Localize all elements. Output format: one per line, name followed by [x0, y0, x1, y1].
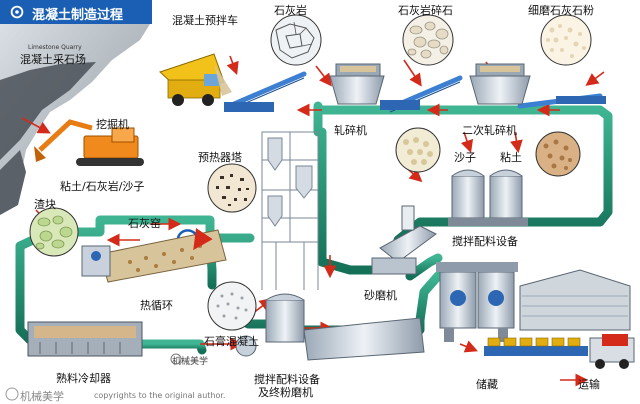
- clay-sample-icon: [535, 131, 581, 177]
- watermark-text: 机械美学: [20, 390, 64, 403]
- preheater-tower-icon: [261, 131, 319, 290]
- gear-icon: [10, 5, 24, 19]
- final-mill-label-line2: 及终粉磨机: [258, 386, 313, 399]
- crushed-limestone-label: 石灰岩碎石: [398, 4, 453, 17]
- quarry-english-label: Limestone Quarry: [28, 44, 82, 51]
- preheater-sample-icon: [207, 163, 257, 213]
- conveyor-base-1: [224, 102, 274, 112]
- storage-label: 储藏: [476, 378, 498, 391]
- clinker-cooler-icon: [27, 321, 143, 357]
- crusher-label: 轧碎机: [334, 124, 367, 137]
- secondary-crusher-icon: [469, 63, 531, 105]
- mixer-truck-icon: [159, 53, 232, 106]
- watermark-logo-icon: [170, 353, 182, 365]
- secondary-crusher-label: 二次轧碎机: [462, 124, 517, 137]
- crusher-icon: [329, 63, 385, 105]
- final-mill-label-line1: 搅拌配料设备: [254, 373, 320, 386]
- raw-materials-label: 粘土/石灰岩/沙子: [60, 180, 145, 193]
- delivery-truck-icon: [589, 334, 635, 369]
- mixing-silos-icon: [448, 169, 528, 226]
- gypsum-concrete-label: 石膏混凝土: [204, 335, 259, 348]
- title-bar: 混凝土制造过程: [0, 0, 152, 24]
- clay-label: 粘土: [500, 151, 522, 164]
- truck-label: 混凝土预拌车: [172, 14, 238, 27]
- sand-label: 沙子: [454, 151, 476, 164]
- clinker-cooler-label: 熟料冷却器: [56, 372, 111, 385]
- preheater-label: 预热器塔: [198, 151, 242, 164]
- sand-sample-icon: [395, 127, 441, 173]
- transport-label: 运输: [578, 378, 600, 391]
- watermark-credit: copyrights to the original author.: [94, 391, 226, 400]
- sand-mill-label: 砂磨机: [364, 289, 397, 302]
- bag-conveyor-icon: [484, 337, 588, 356]
- sand-mill-icon: [371, 205, 437, 275]
- fine-limestone-powder-icon: [540, 14, 592, 66]
- mixing-equipment-label: 搅拌配料设备: [452, 235, 518, 248]
- warehouse-icon: [519, 269, 631, 331]
- heat-cycle-label: 热循环: [140, 299, 173, 312]
- page-title: 混凝土制造过程: [32, 8, 124, 23]
- quarry-label: 混凝土采石场: [20, 53, 86, 66]
- storage-silos-icon: [436, 262, 518, 342]
- excavator-icon: [34, 119, 144, 166]
- inline-watermark: 机械美学: [172, 357, 209, 367]
- fine-limestone-powder-label: 细磨石灰石粉: [528, 4, 594, 17]
- slag-sample-icon: [29, 207, 79, 257]
- lime-kiln-label: 石灰窑: [128, 217, 161, 230]
- gypsum-concrete-sample-icon: [207, 281, 257, 331]
- watermark-corner-icon: [5, 387, 19, 401]
- crushed-limestone-sample-icon: [402, 14, 454, 66]
- lime-kiln-icon: [81, 229, 227, 283]
- limestone-sample-icon: [270, 14, 322, 66]
- heat-cycle-rotation-icon: [176, 227, 213, 251]
- limestone-label: 石灰岩: [274, 4, 307, 17]
- excavator-label: 挖掘机: [96, 118, 129, 131]
- slag-label: 渣块: [34, 198, 56, 211]
- final-mill-icon: [235, 293, 425, 361]
